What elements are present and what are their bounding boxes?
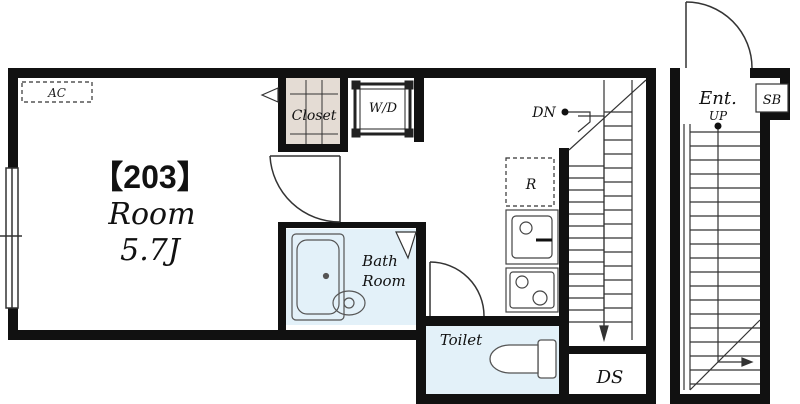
bath-label-1: Bath (361, 252, 398, 270)
room-door (269, 155, 341, 223)
stove (505, 267, 559, 313)
washer-dryer (351, 80, 414, 138)
closet-label: Closet (292, 108, 337, 124)
sb-box (755, 83, 789, 113)
toilet-label: Toilet (440, 331, 483, 349)
toilet-fixture (489, 339, 557, 379)
unit-number: 【203】 (91, 159, 208, 195)
kitchen-sink (505, 209, 559, 265)
up-marker (714, 122, 722, 130)
bath-label-2: Room (361, 272, 406, 290)
room-label: Room (107, 197, 195, 232)
dn-marker (561, 108, 569, 116)
up-label: UP (709, 109, 728, 123)
closet (290, 80, 338, 144)
stairs-up (683, 124, 761, 391)
dn-label: DN (531, 105, 556, 121)
fridge-label: R (525, 177, 537, 193)
marker-triangle (260, 87, 279, 103)
ac-unit (21, 81, 93, 103)
fridge (505, 157, 555, 207)
bath-floor (286, 229, 416, 325)
ac-label: AC (47, 86, 66, 100)
sb-label: SB (763, 93, 781, 108)
room-size: 5.7J (120, 233, 182, 268)
ds-label: DS (596, 367, 624, 388)
entrance-door (685, 1, 753, 69)
entrance-label: Ent. (698, 88, 737, 109)
toilet-door (429, 261, 485, 317)
stairs-down (566, 79, 647, 343)
bath-fixtures (291, 231, 417, 321)
window (0, 167, 22, 309)
wd-label: W/D (369, 101, 398, 116)
